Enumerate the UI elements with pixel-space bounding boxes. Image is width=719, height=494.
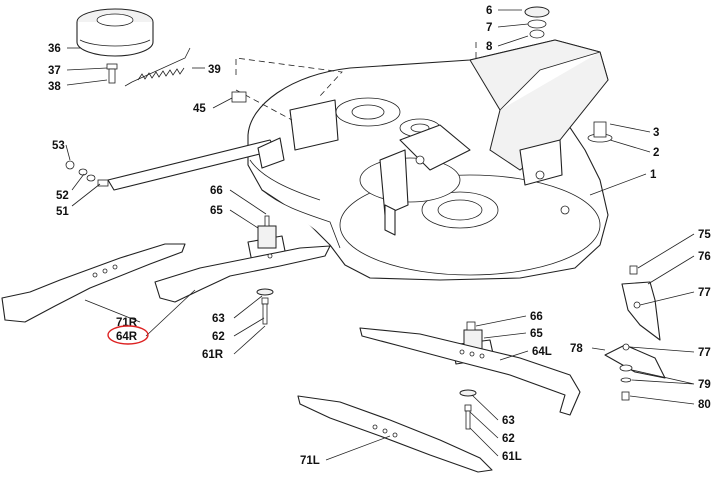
label-8[interactable]: 8: [486, 41, 493, 53]
label-79[interactable]: 79: [698, 379, 711, 391]
pulley-parts: [524, 6, 550, 39]
label-1[interactable]: 1: [650, 169, 657, 181]
label-38[interactable]: 38: [48, 81, 61, 93]
label-66-lower[interactable]: 66: [530, 311, 543, 323]
label-71L[interactable]: 71L: [300, 455, 320, 467]
label-51[interactable]: 51: [56, 206, 69, 218]
label-80[interactable]: 80: [698, 399, 711, 411]
nut-45: [231, 91, 247, 103]
label-37[interactable]: 37: [48, 65, 61, 77]
label-52[interactable]: 52: [56, 190, 69, 202]
label-6[interactable]: 6: [486, 5, 492, 17]
spring-39: [124, 47, 191, 87]
blade-71R: [1, 243, 186, 323]
label-36[interactable]: 36: [48, 43, 61, 55]
label-61L[interactable]: 61L: [502, 451, 522, 463]
bolt-38: [106, 63, 118, 84]
part-labels: 6 7 8 36 37 38 39 45 3 2 1 53 52 51 66 6…: [48, 5, 711, 467]
label-65-lower[interactable]: 65: [530, 328, 543, 340]
label-78[interactable]: 78: [570, 343, 583, 355]
blade-64R: [154, 245, 331, 303]
label-53[interactable]: 53: [52, 140, 65, 152]
label-77-upper[interactable]: 77: [698, 287, 711, 299]
label-63-lower[interactable]: 63: [502, 415, 515, 427]
label-2[interactable]: 2: [653, 147, 659, 159]
blade-bolt-left: [459, 389, 477, 430]
blade-64L: [359, 327, 581, 416]
label-63-upper[interactable]: 63: [212, 313, 225, 325]
linkage-rod: [65, 137, 285, 191]
label-66-upper[interactable]: 66: [210, 185, 223, 197]
pto-clutch: [76, 8, 154, 57]
label-64R[interactable]: 64R: [116, 331, 138, 343]
mower-deck: [247, 39, 609, 281]
blade-bolt-right: [256, 288, 274, 325]
label-76[interactable]: 76: [698, 251, 711, 263]
label-77-lower[interactable]: 77: [698, 347, 711, 359]
label-75[interactable]: 75: [698, 229, 711, 241]
label-61R[interactable]: 61R: [202, 349, 224, 361]
leader-lines: [65, 9, 695, 461]
highlight-ring-64R: [107, 325, 149, 345]
label-45[interactable]: 45: [193, 103, 206, 115]
label-65-upper[interactable]: 65: [210, 205, 223, 217]
label-62-lower[interactable]: 62: [502, 433, 515, 445]
bushing-2-3: [587, 121, 613, 143]
label-7[interactable]: 7: [486, 22, 492, 34]
label-39[interactable]: 39: [208, 64, 221, 76]
deflector-guard: [604, 265, 666, 401]
label-62-upper[interactable]: 62: [212, 331, 225, 343]
blade-71L: [297, 395, 493, 473]
label-3[interactable]: 3: [653, 127, 659, 139]
label-64L[interactable]: 64L: [532, 346, 552, 358]
